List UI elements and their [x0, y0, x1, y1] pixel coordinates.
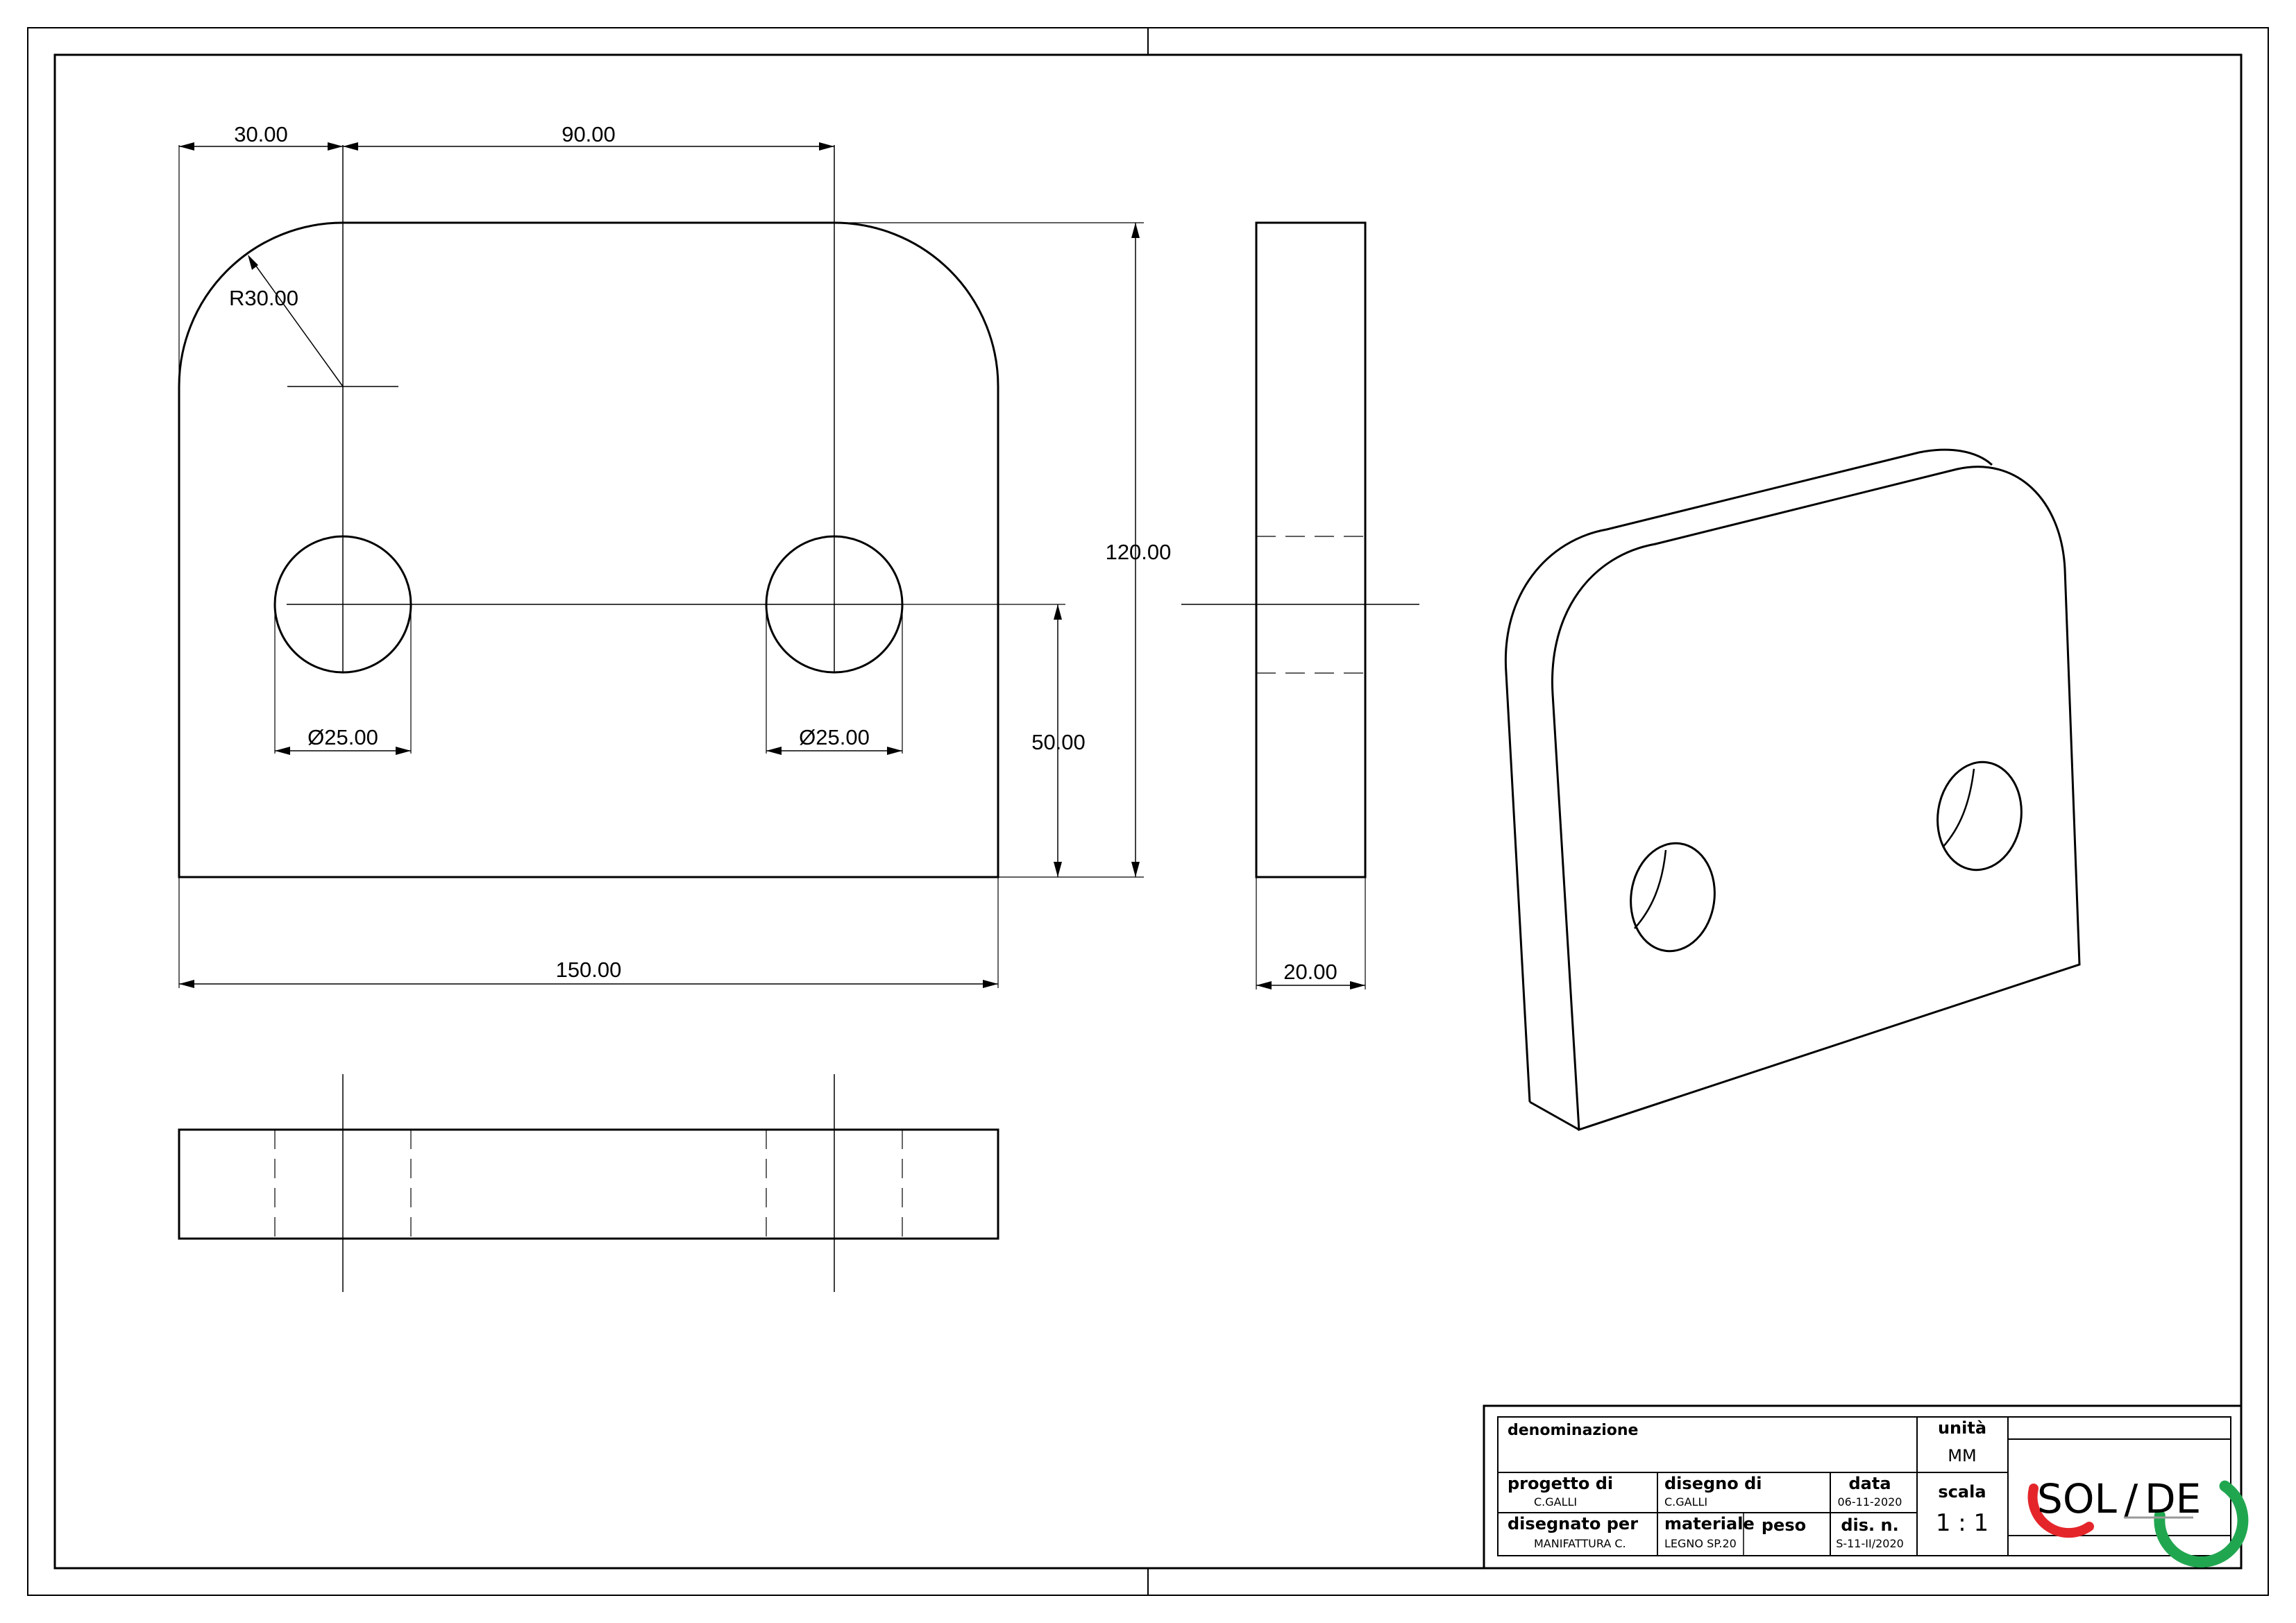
- value-unita: MM: [1948, 1446, 1976, 1465]
- arrowhead: [1054, 604, 1062, 620]
- arrowhead: [179, 142, 194, 151]
- arrowhead: [887, 747, 902, 755]
- side-view: 20.00: [1181, 221, 1419, 989]
- logo-green-arc: [2154, 1480, 2249, 1567]
- iso-back-face: [1504, 448, 1993, 1103]
- logo-text-right: DE: [2145, 1475, 2201, 1522]
- arrowhead: [983, 980, 998, 988]
- arrowhead: [1131, 862, 1140, 877]
- arrowhead: [343, 142, 358, 151]
- isometric-view: [1504, 448, 2081, 1132]
- iso-hole-right: [1936, 760, 2023, 872]
- value-dis-n: S-11-II/2020: [1836, 1537, 1904, 1550]
- label-materiale: materiale: [1664, 1514, 1755, 1533]
- dim-hole-diameter-left: Ø25.00: [307, 725, 378, 749]
- iso-hole-right-inner: [1942, 768, 1975, 848]
- dim-height: 120.00: [1106, 540, 1172, 564]
- value-disegnato-per: MANIFATTURA C.: [1534, 1537, 1626, 1550]
- dim-hole-offset: 30.00: [234, 122, 288, 146]
- label-disegnato-per: disegnato per: [1508, 1514, 1638, 1533]
- label-disegno: disegno di: [1664, 1474, 1762, 1493]
- radius-leader: [249, 257, 344, 387]
- value-data: 06-11-2020: [1838, 1495, 1902, 1509]
- arrowhead: [179, 980, 194, 988]
- arrowhead: [1131, 223, 1140, 238]
- arrowhead: [819, 142, 834, 151]
- dim-corner-radius: R30.00: [229, 286, 298, 310]
- inner-border: [53, 53, 2243, 1570]
- logo-text-left: SOL: [2037, 1475, 2117, 1522]
- iso-hole-left: [1630, 842, 1716, 953]
- logo-red-arc: [2027, 1484, 2094, 1538]
- label-progetto: progetto di: [1508, 1474, 1613, 1493]
- arrowhead: [396, 747, 411, 755]
- front-view: 30.00 90.00 R30.00 120.00 50.00 Ø25.00 Ø…: [178, 122, 1172, 988]
- arrowhead: [1054, 862, 1062, 877]
- label-data: data: [1848, 1474, 1891, 1493]
- dim-width: 150.00: [556, 958, 622, 982]
- side-outline: [1255, 221, 1367, 878]
- iso-hole-left-inner: [1634, 849, 1667, 929]
- top-outline: [178, 1128, 999, 1240]
- outer-border: [27, 27, 2269, 1596]
- iso-front-face: [1551, 466, 2081, 1132]
- arrowhead: [766, 747, 782, 755]
- top-view: [178, 1074, 999, 1292]
- value-disegno: C.GALLI: [1664, 1495, 1707, 1509]
- company-logo: SOL / DE: [2027, 1475, 2249, 1567]
- arrowhead: [328, 142, 343, 151]
- arrowhead: [275, 747, 290, 755]
- arrowhead: [1256, 981, 1272, 989]
- logo-separator: /: [2124, 1476, 2138, 1524]
- dim-hole-diameter-right: Ø25.00: [799, 725, 870, 749]
- value-materiale: LEGNO SP.20: [1664, 1537, 1737, 1550]
- iso-bottom-back-edge: [1529, 1101, 1580, 1131]
- dim-thickness: 20.00: [1283, 960, 1337, 984]
- title-block: denominazione unità MM progetto di C.GAL…: [1483, 1404, 2249, 1570]
- value-progetto: C.GALLI: [1534, 1495, 1577, 1509]
- arrowhead: [248, 255, 258, 270]
- dim-hole-height: 50.00: [1031, 730, 1086, 754]
- label-peso: peso: [1762, 1515, 1806, 1535]
- label-scala: scala: [1938, 1482, 1986, 1502]
- dim-hole-spacing: 90.00: [562, 122, 616, 146]
- title-block-frame: [1483, 1404, 2243, 1570]
- label-denominazione: denominazione: [1508, 1422, 1638, 1439]
- label-unita: unità: [1938, 1418, 1986, 1438]
- label-dis-n: dis. n.: [1841, 1515, 1898, 1535]
- arrowhead: [1350, 981, 1365, 989]
- value-scala: 1 : 1: [1936, 1509, 1989, 1537]
